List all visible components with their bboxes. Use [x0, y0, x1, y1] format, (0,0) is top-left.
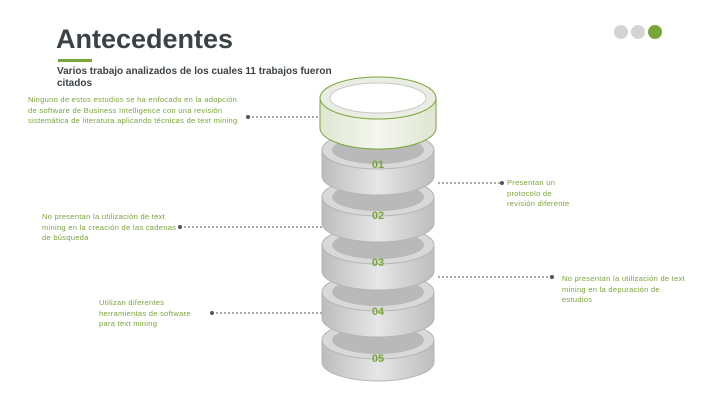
level-label-03: 03 — [372, 257, 384, 269]
ring-top — [319, 76, 437, 150]
level-label-04: 04 — [372, 306, 385, 318]
level-label-02: 02 — [372, 210, 384, 222]
note-mid-right: Presentan un protocolo de revisión difer… — [507, 178, 570, 208]
page-subtitle: Varios trabajo analizados de los cuales … — [57, 66, 332, 89]
level-label-05: 05 — [372, 353, 384, 365]
level-label-01: 01 — [372, 159, 384, 171]
slide-pager — [614, 25, 662, 39]
page-title: Antecedentes — [56, 24, 234, 54]
note-bottom-right: No presentan la utilización de text mini… — [562, 274, 686, 304]
title-underline — [58, 59, 92, 62]
pager-dot-2[interactable] — [631, 25, 645, 39]
pager-dot-3[interactable] — [648, 25, 662, 39]
connector-lines — [178, 115, 554, 315]
pager-dot-1[interactable] — [614, 25, 628, 39]
note-top-left: Ninguno de estos estudios se ha enfocado… — [28, 95, 238, 125]
note-mid-left: No presentan la utilización de text mini… — [42, 212, 177, 242]
note-bottom-left: Utilizan diferentes herramientas de soft… — [99, 298, 191, 328]
